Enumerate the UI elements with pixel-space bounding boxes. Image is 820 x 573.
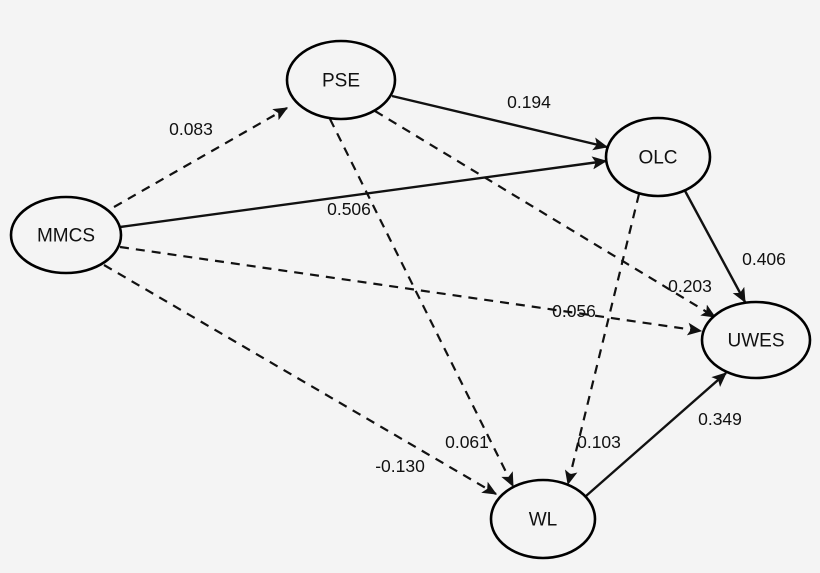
node-mmcs-ellipse[interactable] — [9, 195, 123, 275]
edge-mmcs-uwes — [119, 245, 703, 336]
edge-labels-layer: 0.083 0.506 0.194 0.406 0.203 0.056 0.06… — [169, 92, 786, 476]
node-pse-ellipse[interactable] — [285, 39, 397, 121]
edge-pse-wl — [329, 118, 514, 488]
edge-label-pse-uwes: 0.203 — [668, 276, 712, 296]
edge-mmcs-olc — [119, 156, 608, 229]
node-uwes[interactable]: UWES — [700, 300, 812, 380]
node-mmcs[interactable]: MMCS — [9, 195, 123, 275]
node-wl-label: WL — [529, 510, 558, 531]
edge-olc-uwes — [682, 188, 747, 304]
node-wl-ellipse[interactable] — [489, 478, 597, 560]
edge-label-pse-olc: 0.194 — [507, 92, 551, 112]
edge-pse-olc — [391, 94, 609, 151]
nodes-layer: MMCS PSE OLC UWES WL — [9, 39, 812, 560]
edge-olc-wl — [564, 193, 641, 486]
node-olc-ellipse[interactable] — [604, 116, 712, 198]
edge-mmcs-pse — [113, 107, 289, 208]
edge-label-mmcs-olc: 0.506 — [327, 199, 371, 219]
edge-label-wl-uwes: 0.349 — [698, 409, 742, 429]
edges-layer — [103, 94, 747, 497]
edge-label-mmcs-pse: 0.083 — [169, 119, 213, 139]
edge-label-pse-wl: 0.061 — [445, 432, 489, 452]
node-uwes-label: UWES — [728, 331, 785, 352]
node-pse[interactable]: PSE — [285, 39, 397, 121]
edge-mmcs-wl — [103, 264, 498, 495]
edge-pse-uwes — [374, 110, 716, 318]
node-pse-label: PSE — [322, 71, 360, 92]
node-uwes-ellipse[interactable] — [700, 300, 812, 380]
edge-label-olc-uwes: 0.406 — [742, 249, 786, 269]
edge-wl-uwes — [585, 372, 727, 497]
edge-label-mmcs-uwes: 0.056 — [552, 301, 596, 321]
node-mmcs-label: MMCS — [37, 226, 95, 247]
node-olc[interactable]: OLC — [604, 116, 712, 198]
edge-label-olc-wl: 0.103 — [577, 432, 621, 452]
node-wl[interactable]: WL — [489, 478, 597, 560]
node-olc-label: OLC — [638, 148, 677, 169]
edge-label-mmcs-wl: -0.130 — [375, 456, 425, 476]
